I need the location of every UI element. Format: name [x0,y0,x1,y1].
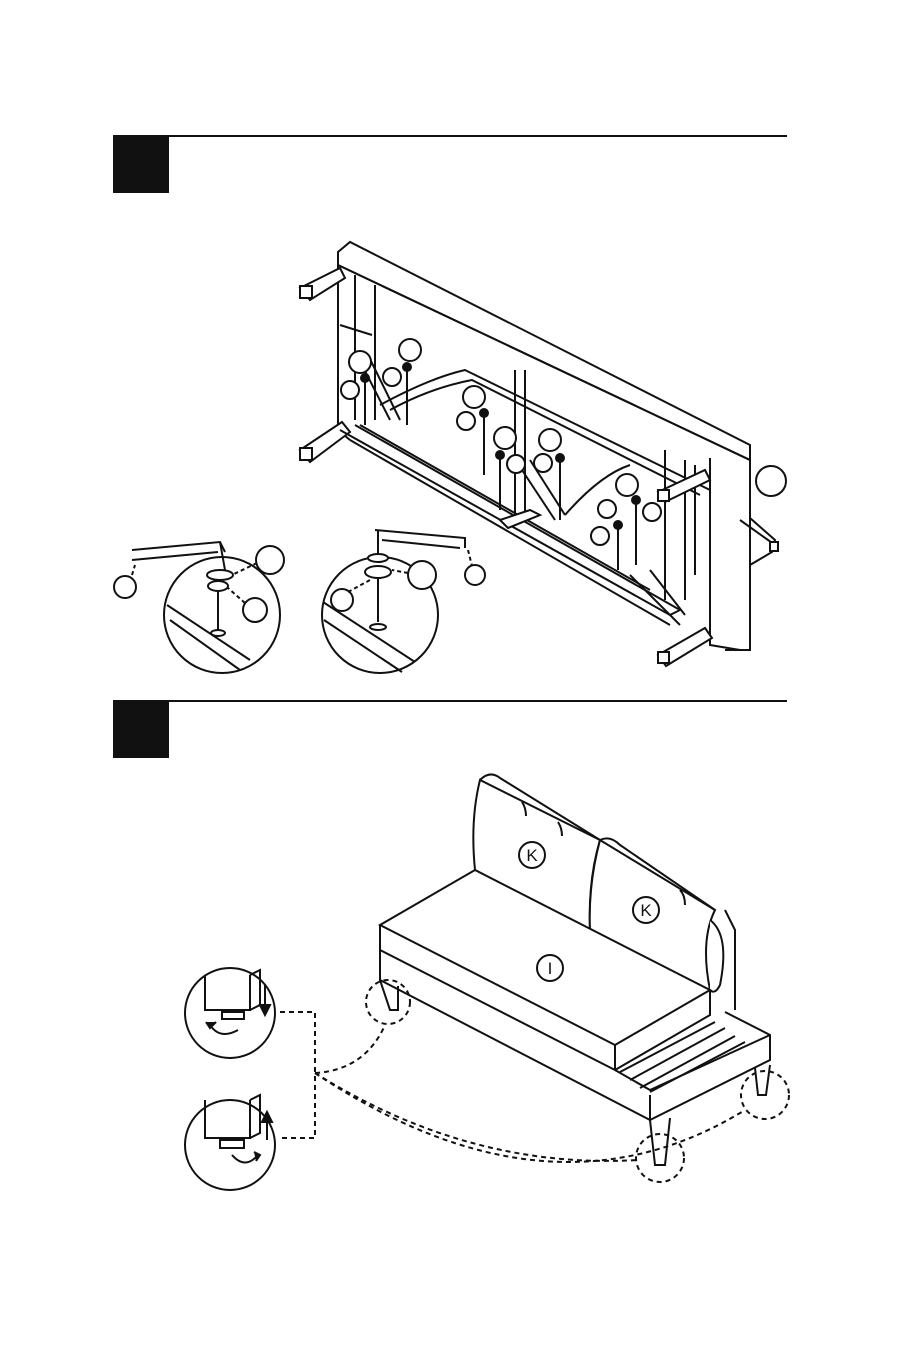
step-2-illustration: K K I [170,760,810,1210]
label-back-cushion-right: K [640,901,652,920]
leg-callouts [280,980,789,1182]
leveler-raise-icon [185,1095,275,1190]
step-2-rule [113,700,787,702]
label-seat-cushion: I [548,959,553,978]
step-1-marker [113,137,169,193]
inset-detail-left [114,542,284,673]
leveler-lower-icon [185,968,275,1058]
frame-left-side [338,265,400,440]
inset-detail-right [322,530,485,673]
label-back-cushion-left: K [526,846,538,865]
step-2-marker [113,702,169,758]
step-1-rule [113,135,787,137]
leg-bottom-right [658,628,712,666]
armrest-slats [740,518,778,565]
leg-bottom-left [300,422,350,462]
step-1-illustration [110,230,800,680]
